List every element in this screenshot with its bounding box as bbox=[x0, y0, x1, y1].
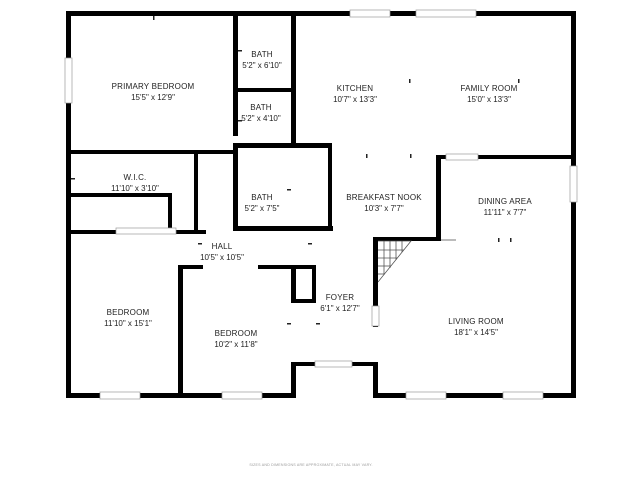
disclaimer-text: SIZES AND DIMENSIONS ARE APPROXIMATE, AC… bbox=[249, 463, 372, 467]
room-label: KITCHEN 10'7" x 13'3" bbox=[333, 84, 377, 104]
room-name: BEDROOM bbox=[215, 329, 258, 338]
room-dimensions: 11'10" x 15'1" bbox=[104, 319, 152, 328]
walls bbox=[66, 11, 576, 398]
room-dimensions: 5'2" x 7'5" bbox=[245, 204, 280, 213]
room-dimensions: 5'2" x 6'10" bbox=[242, 61, 282, 70]
room-label: BATH 5'2" x 4'10" bbox=[241, 103, 281, 123]
room-labels: PRIMARY BEDROOM 15'5" x 12'9" BATH 5'2" … bbox=[104, 50, 532, 349]
room-label: BATH 5'2" x 7'5" bbox=[245, 193, 280, 213]
room-label: FOYER 6'1" x 12'7" bbox=[320, 293, 360, 313]
room-label: BATH 5'2" x 6'10" bbox=[242, 50, 282, 70]
room-name: HALL bbox=[212, 242, 233, 251]
room-dimensions: 10'3" x 7'7" bbox=[364, 204, 404, 213]
room-label: HALL 10'5" x 10'5" bbox=[200, 242, 244, 262]
room-name: FOYER bbox=[326, 293, 355, 302]
room-name: BATH bbox=[250, 103, 272, 112]
room-dimensions: 10'7" x 13'3" bbox=[333, 95, 377, 104]
room-label: W.I.C. 11'10" x 3'10" bbox=[111, 173, 159, 193]
room-label: BREAKFAST NOOK 10'3" x 7'7" bbox=[346, 193, 422, 213]
room-dimensions: 6'1" x 12'7" bbox=[320, 304, 360, 313]
room-dimensions: 11'10" x 3'10" bbox=[111, 184, 159, 193]
room-dimensions: 10'5" x 10'5" bbox=[200, 253, 244, 262]
room-dimensions: 15'5" x 12'9" bbox=[131, 93, 175, 102]
room-dimensions: 10'2" x 11'8" bbox=[214, 340, 257, 349]
room-dimensions: 11'11" x 7'7" bbox=[484, 208, 527, 217]
room-label: PRIMARY BEDROOM 15'5" x 12'9" bbox=[112, 82, 195, 102]
room-name: BATH bbox=[251, 50, 273, 59]
room-dimensions: 18'1" x 14'5" bbox=[454, 328, 498, 337]
room-name: FAMILY ROOM bbox=[460, 84, 517, 93]
windows bbox=[64, 9, 578, 400]
room-label: DINING AREA 11'11" x 7'7" bbox=[478, 197, 532, 217]
room-name: DINING AREA bbox=[478, 197, 532, 206]
room-name: LIVING ROOM bbox=[448, 317, 504, 326]
room-name: BATH bbox=[251, 193, 273, 202]
room-label: FAMILY ROOM 15'0" x 13'3" bbox=[460, 84, 517, 104]
room-name: BEDROOM bbox=[107, 308, 150, 317]
room-name: KITCHEN bbox=[337, 84, 374, 93]
room-label: LIVING ROOM 18'1" x 14'5" bbox=[448, 317, 504, 337]
room-label: BEDROOM 10'2" x 11'8" bbox=[214, 329, 257, 349]
stairs bbox=[377, 239, 456, 283]
room-name: PRIMARY BEDROOM bbox=[112, 82, 195, 91]
room-label: BEDROOM 11'10" x 15'1" bbox=[104, 308, 152, 328]
room-dimensions: 5'2" x 4'10" bbox=[241, 114, 281, 123]
room-dimensions: 15'0" x 13'3" bbox=[467, 95, 511, 104]
room-name: BREAKFAST NOOK bbox=[346, 193, 422, 202]
room-markers bbox=[71, 16, 520, 325]
room-name: W.I.C. bbox=[124, 173, 147, 182]
